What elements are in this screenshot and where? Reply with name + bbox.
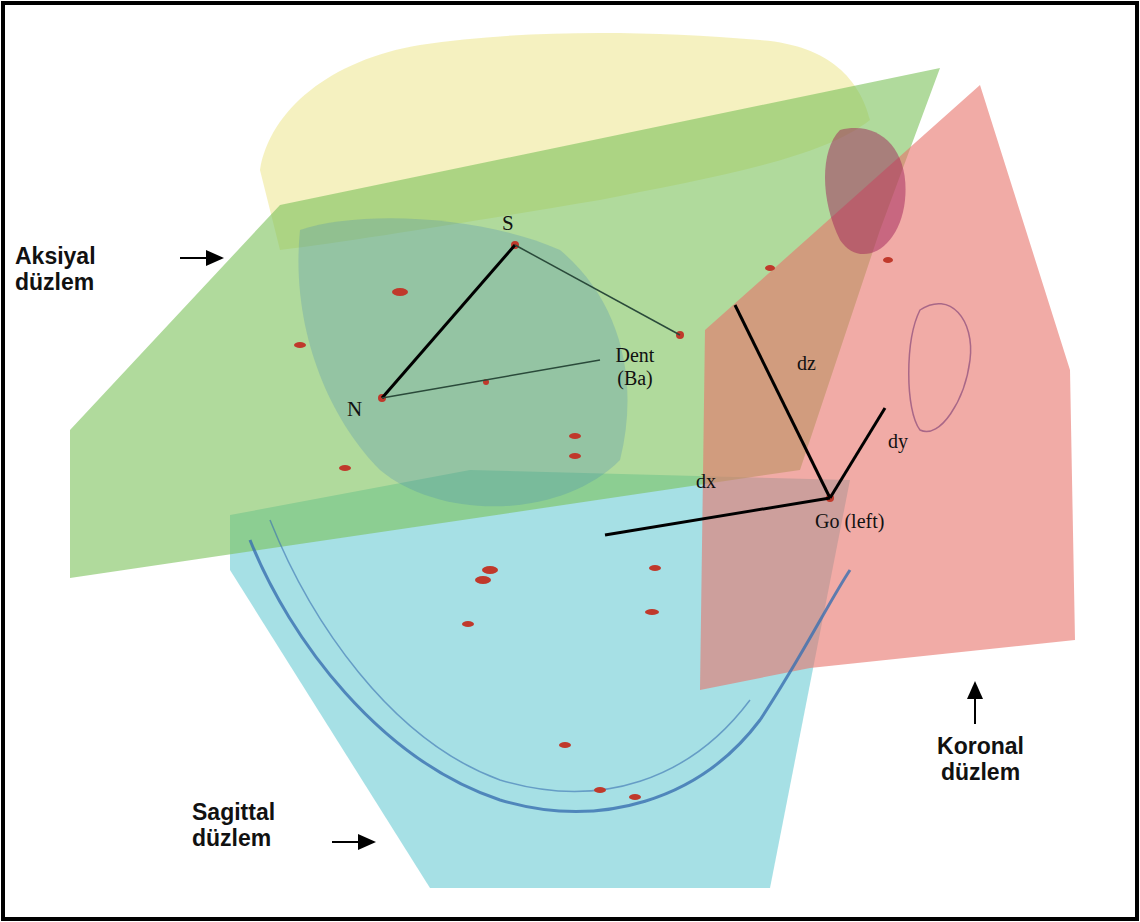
pointer-arrow <box>974 683 976 724</box>
dy-line <box>830 408 885 498</box>
plane-label: Sagittal düzlem <box>192 799 322 852</box>
dimension-label: dx <box>696 470 736 493</box>
landmark-label: Dent (Ba) <box>596 344 674 390</box>
landmark-dots <box>294 241 893 800</box>
s-n-line <box>382 245 515 398</box>
plane-label: Koronal düzlem <box>918 733 1043 786</box>
skull-texture <box>298 218 627 506</box>
dimension-label: dy <box>888 430 928 453</box>
n-ba-line <box>382 360 600 398</box>
dz-line <box>735 305 830 498</box>
pointer-arrow <box>180 257 222 259</box>
plane-label: Aksiyal düzlem <box>15 243 145 296</box>
frame <box>3 3 1137 919</box>
mandible-inner <box>270 520 750 791</box>
ear-region <box>825 128 906 254</box>
s-ba-line <box>515 245 680 335</box>
coronal-plane <box>700 85 1075 690</box>
dimension-label: dz <box>797 352 837 375</box>
cervical-outline <box>909 304 971 432</box>
mandible <box>250 540 850 811</box>
pointer-arrow <box>332 841 374 843</box>
landmark-label: Go (left) <box>815 510 884 533</box>
dx-line <box>605 498 830 535</box>
landmark-label: S <box>502 211 532 235</box>
landmark-label: N <box>347 397 377 421</box>
